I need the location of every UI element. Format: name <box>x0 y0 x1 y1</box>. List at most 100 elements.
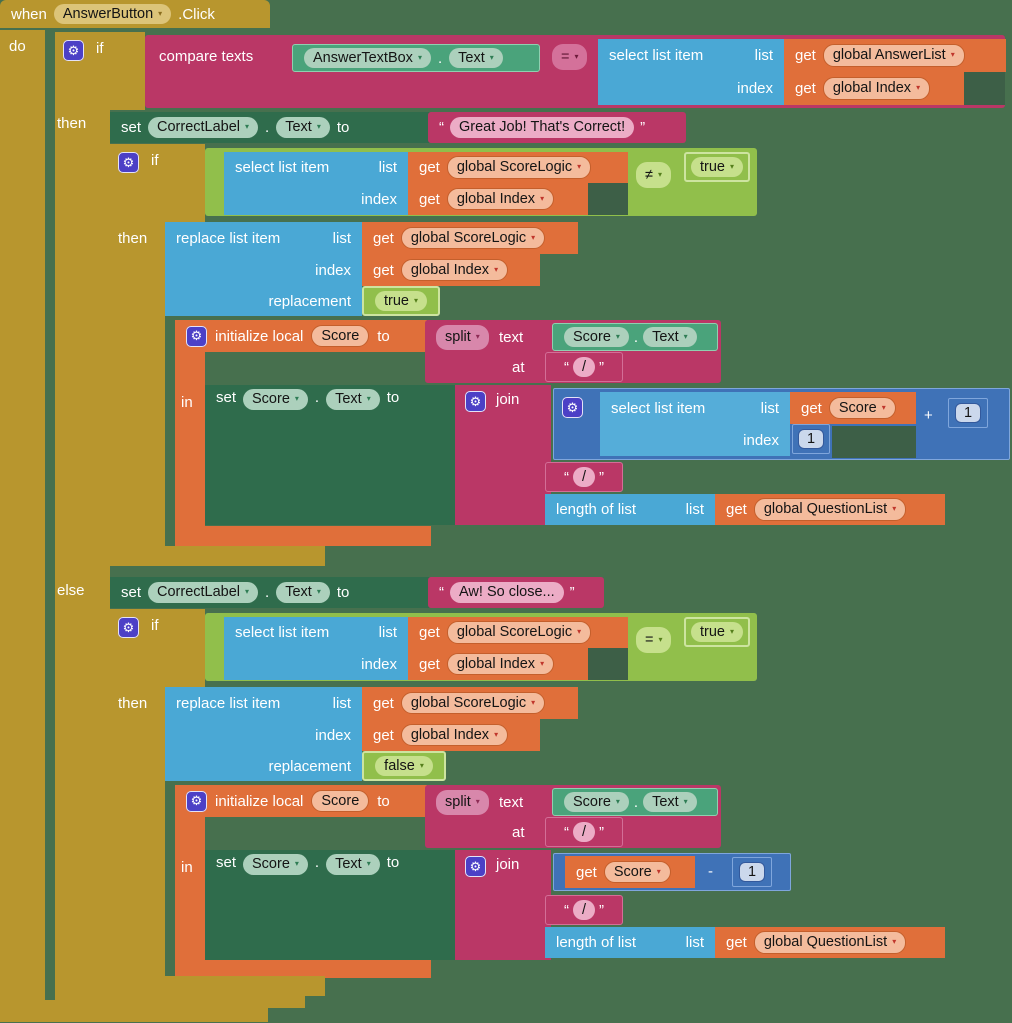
split-dropdown[interactable]: split▾ <box>436 325 489 350</box>
length-of-list-block[interactable]: length of list list <box>545 494 715 525</box>
number-value[interactable]: 1 <box>738 861 766 883</box>
replace-index-row[interactable]: index <box>165 719 362 751</box>
component-dropdown-answerbutton[interactable]: AnswerButton▾ <box>53 3 172 25</box>
string-value[interactable]: Great Job! That's Correct! <box>450 117 635 138</box>
score-text-getter-block[interactable]: Score▾ . Text▾ <box>552 788 718 816</box>
variable-dropdown-scorelogic[interactable]: global ScoreLogic▾ <box>400 691 546 715</box>
variable-dropdown-index[interactable]: global Index▾ <box>400 723 509 747</box>
variable-dropdown-answerlist[interactable]: global AnswerList▾ <box>822 44 965 67</box>
if-block-2-header[interactable]: ⚙ if <box>110 144 205 224</box>
select-list-item-block[interactable]: select list item list <box>224 617 408 648</box>
logic-operator-dropdown-eq[interactable]: =▾ <box>636 627 672 653</box>
get-score-block[interactable]: get Score▾ <box>790 392 916 424</box>
select-list-item-block[interactable]: select list item list <box>224 152 408 183</box>
initialize-local-left-column[interactable] <box>175 817 205 960</box>
variable-dropdown-score[interactable]: Score▾ <box>603 860 671 884</box>
local-variable-name-field[interactable]: Score <box>311 789 370 813</box>
get-global-questionlist-block[interactable]: get global QuestionList▾ <box>715 494 945 525</box>
if-block-3-header[interactable]: ⚙ if <box>110 609 205 689</box>
local-variable-name-field[interactable]: Score <box>311 324 370 348</box>
component-dropdown-score[interactable]: Score▾ <box>564 326 629 348</box>
variable-dropdown-questionlist[interactable]: global QuestionList▾ <box>753 931 907 954</box>
initialize-local-block-header[interactable]: ⚙ initialize local Score to <box>175 785 427 817</box>
mutator-gear-icon[interactable]: ⚙ <box>465 391 486 412</box>
get-global-scorelogic-block[interactable]: get global ScoreLogic▾ <box>408 617 628 648</box>
variable-dropdown-score[interactable]: Score▾ <box>828 396 896 420</box>
variable-dropdown-index[interactable]: global Index▾ <box>400 258 509 282</box>
get-global-index-block[interactable]: get global Index▾ <box>408 648 588 680</box>
boolean-dropdown[interactable]: true▾ <box>690 156 743 178</box>
component-dropdown-correctlabel[interactable]: CorrectLabel▾ <box>148 117 259 138</box>
score-text-getter-block[interactable]: Score▾ . Text▾ <box>552 323 718 351</box>
string-block-slash[interactable]: “ / ” <box>545 462 623 492</box>
logic-true-block[interactable]: true▾ <box>684 152 750 182</box>
get-global-scorelogic-block[interactable]: get global ScoreLogic▾ <box>362 222 578 254</box>
string-block-slash[interactable]: “ / ” <box>545 895 623 925</box>
variable-dropdown-index[interactable]: global Index▾ <box>446 652 555 676</box>
replace-list-item-block[interactable]: replace list item list <box>165 687 362 719</box>
logic-true-block[interactable]: true▾ <box>362 286 440 316</box>
if-block-3-left-column[interactable] <box>110 689 165 994</box>
get-global-index-block[interactable]: get global Index▾ <box>362 254 540 286</box>
number-block-1[interactable]: 1 <box>792 424 830 454</box>
number-value[interactable]: 1 <box>797 428 825 450</box>
select-list-item-block[interactable]: select list item list <box>598 39 784 72</box>
string-value[interactable]: / <box>572 356 596 378</box>
select-list-item-index-row[interactable]: index <box>600 424 790 456</box>
initialize-local-bottom[interactable] <box>175 526 431 546</box>
property-dropdown-text[interactable]: Text▾ <box>643 791 697 813</box>
component-dropdown-score[interactable]: Score▾ <box>564 791 629 813</box>
get-global-index-block[interactable]: get global Index▾ <box>784 72 964 105</box>
initialize-local-bottom[interactable] <box>175 960 431 978</box>
select-list-item-index-row[interactable]: index <box>224 183 408 215</box>
if-block-2-left-column[interactable] <box>110 224 165 564</box>
boolean-dropdown[interactable]: false▾ <box>375 755 433 777</box>
string-block-slash[interactable]: “ / ” <box>545 817 623 847</box>
component-dropdown-answertextbox[interactable]: AnswerTextBox▾ <box>304 47 431 69</box>
number-block-1[interactable]: 1 <box>948 398 988 428</box>
get-global-index-block[interactable]: get global Index▾ <box>408 183 588 215</box>
set-score-text-block[interactable]: set Score▾ . Text▾ to <box>205 850 455 960</box>
set-correctlabel-text-block[interactable]: set CorrectLabel▾ . Text▾ to <box>110 112 430 143</box>
component-dropdown-score[interactable]: Score▾ <box>243 854 308 875</box>
component-dropdown-correctlabel[interactable]: CorrectLabel▾ <box>148 582 259 603</box>
variable-dropdown-questionlist[interactable]: global QuestionList▾ <box>753 498 907 521</box>
logic-true-block[interactable]: true▾ <box>684 617 750 647</box>
mutator-gear-icon[interactable]: ⚙ <box>118 617 139 638</box>
variable-dropdown-index[interactable]: global Index▾ <box>446 187 555 211</box>
variable-dropdown-index[interactable]: global Index▾ <box>822 77 931 100</box>
replace-replacement-row[interactable]: replacement <box>165 751 362 781</box>
replace-index-row[interactable]: index <box>165 254 362 286</box>
if-block-3-bottom[interactable] <box>110 976 325 996</box>
string-block-slash[interactable]: “ / ” <box>545 352 623 382</box>
mutator-gear-icon[interactable]: ⚙ <box>118 152 139 173</box>
if-block-2-bottom[interactable] <box>110 546 325 566</box>
get-global-scorelogic-block[interactable]: get global ScoreLogic▾ <box>362 687 578 719</box>
set-correctlabel-text-block[interactable]: set CorrectLabel▾ . Text▾ to <box>110 577 430 608</box>
when-block-left-column[interactable] <box>0 30 45 1018</box>
set-score-text-block[interactable]: set Score▾ . Text▾ to <box>205 385 455 525</box>
initialize-local-left-column[interactable] <box>175 352 205 526</box>
join-block[interactable]: ⚙ join <box>455 385 551 525</box>
string-block-wrong-message[interactable]: “ Aw! So close... ” <box>428 577 604 608</box>
select-list-item-index-row[interactable]: index <box>224 648 408 680</box>
initialize-local-block-header[interactable]: ⚙ initialize local Score to <box>175 320 427 352</box>
replace-replacement-row[interactable]: replacement <box>165 286 362 316</box>
logic-false-block[interactable]: false▾ <box>362 751 446 781</box>
select-list-item-index-row[interactable]: index <box>598 72 784 105</box>
get-global-questionlist-block[interactable]: get global QuestionList▾ <box>715 927 945 958</box>
boolean-dropdown[interactable]: true▾ <box>690 621 743 643</box>
string-value[interactable]: / <box>572 466 596 488</box>
split-dropdown[interactable]: split▾ <box>436 790 489 815</box>
property-dropdown-text[interactable]: Text▾ <box>276 117 330 138</box>
property-dropdown-text[interactable]: Text▾ <box>276 582 330 603</box>
get-global-scorelogic-block[interactable]: get global ScoreLogic▾ <box>408 152 628 183</box>
logic-operator-dropdown-neq[interactable]: ≠▾ <box>636 162 671 188</box>
number-value[interactable]: 1 <box>954 402 982 424</box>
string-block-correct-message[interactable]: “ Great Job! That's Correct! ” <box>428 112 686 143</box>
join-block[interactable]: ⚙ join <box>455 850 551 960</box>
property-dropdown-text[interactable]: Text▾ <box>326 389 380 410</box>
string-value[interactable]: Aw! So close... <box>450 582 564 603</box>
mutator-gear-icon[interactable]: ⚙ <box>186 790 207 812</box>
mutator-gear-icon[interactable]: ⚙ <box>465 856 486 877</box>
